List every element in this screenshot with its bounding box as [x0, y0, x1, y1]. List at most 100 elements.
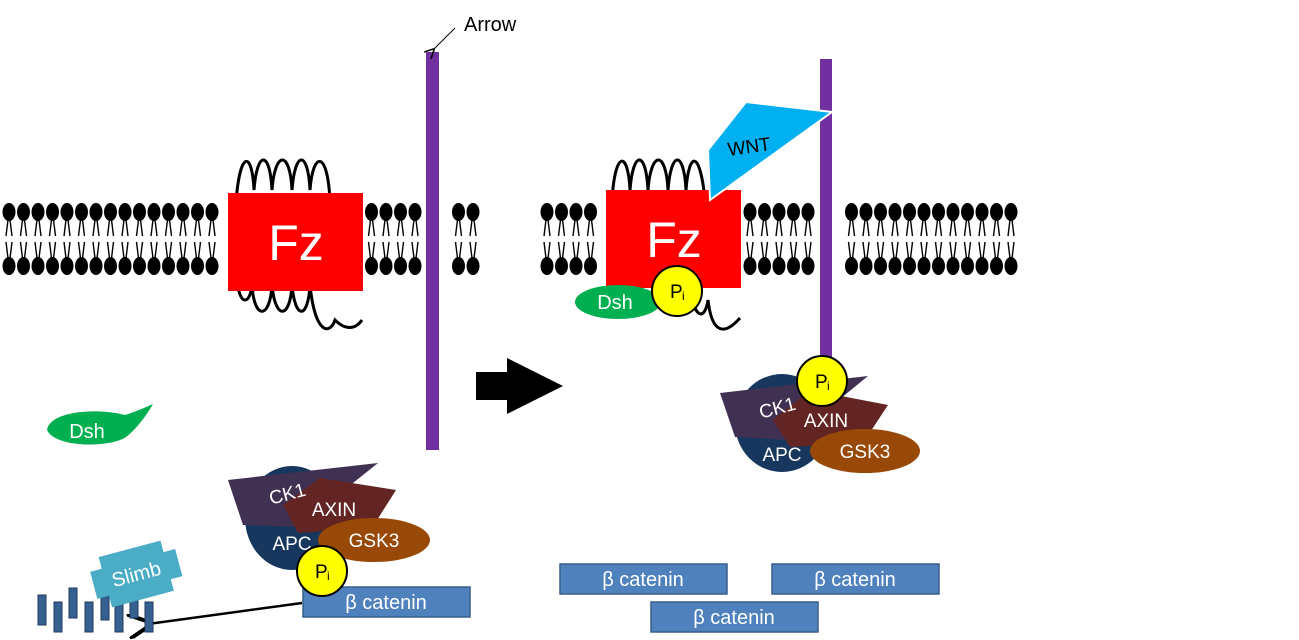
lipid-tail [135, 241, 140, 260]
dsh-label-left: Dsh [69, 421, 105, 443]
lipid-head [176, 203, 190, 221]
lipid-tail [67, 218, 71, 237]
lipid-tail [396, 218, 401, 237]
axin-label-left: AXIN [312, 500, 356, 521]
lipid-tail [949, 218, 953, 237]
dsh-label-right: Dsh [597, 292, 633, 314]
lipid-tail [547, 241, 551, 260]
lipid-head [801, 203, 815, 221]
lipid-head [946, 257, 960, 275]
lipid-head [379, 203, 393, 221]
lipid-head [1004, 203, 1018, 221]
lipid-head [162, 257, 175, 275]
lipid-tail [789, 218, 794, 237]
lipid-tail [924, 218, 928, 237]
lipid-head [569, 203, 583, 221]
lipid-head [961, 257, 974, 275]
lipid-tail [139, 218, 144, 237]
lipid-tail [953, 241, 957, 260]
lipid-head [888, 257, 902, 275]
lipid-tail [106, 218, 111, 237]
beta-catenin-right-3 [650, 601, 819, 633]
lipid-tail [760, 241, 765, 260]
lipid-head [758, 203, 771, 221]
slimb: Slimb [90, 540, 183, 608]
lipid-head [75, 257, 88, 275]
fz-loops-top-right [610, 158, 707, 201]
dsh-left [47, 404, 153, 445]
beta-catenin-label-left: β catenin [345, 592, 427, 614]
lipid-tail [179, 241, 183, 260]
lipid-tail [847, 241, 852, 260]
lipid-tail [197, 241, 202, 260]
lipid-head [961, 203, 974, 221]
lipid-tail [746, 218, 750, 237]
fz-loops-bottom-left [236, 284, 364, 331]
lipid-tail [371, 241, 376, 260]
lipid-tail [1011, 218, 1015, 237]
lipid-head [903, 257, 916, 275]
lipid-head [743, 257, 757, 275]
lipid-head [466, 203, 480, 221]
lipid-head [874, 257, 887, 275]
lipid-head [932, 257, 945, 275]
lipid-tail [750, 218, 754, 237]
lipid-tail [924, 241, 928, 260]
lipid-tail [48, 241, 53, 260]
lipid-tail [473, 241, 477, 260]
fz-loops-top-left [234, 158, 332, 203]
lipid-tail [963, 218, 968, 237]
lipid-head [365, 203, 378, 221]
lipid-head [17, 203, 30, 221]
beta-catenin-label-right-1: β catenin [602, 569, 684, 591]
lipid-head [17, 257, 30, 275]
lipid-head [772, 257, 786, 275]
proteasome-fragments [37, 587, 154, 633]
lipid-tail [23, 241, 28, 260]
lipid-head [555, 203, 568, 221]
lipid-tail [1007, 218, 1011, 237]
lipid-tail [5, 218, 9, 237]
lipid-tail [895, 241, 899, 260]
lipid-head [990, 203, 1003, 221]
lipid-tail [808, 241, 812, 260]
lipid-head [147, 257, 161, 275]
lipid-tail [572, 218, 576, 237]
lipid-head [845, 257, 858, 275]
lipid-tail [793, 241, 798, 260]
apc-label-left: APC [272, 534, 311, 555]
lipid-tail [543, 218, 547, 237]
lipid-tail [110, 241, 115, 260]
lipid-head [466, 257, 480, 275]
lipid-tail [557, 241, 562, 260]
lipid-tail [967, 241, 972, 260]
lipid-tail [1011, 241, 1015, 260]
lipid-head [118, 203, 132, 221]
destruction-complex-left: CK1 AXIN APC GSK3 [228, 463, 430, 570]
lipid-tail [586, 241, 591, 260]
lipid-tail [561, 241, 566, 260]
lipid-tail [96, 218, 100, 237]
lipid-tail [557, 218, 562, 237]
axin-label-right: AXIN [804, 411, 848, 432]
lipid-tail [862, 218, 866, 237]
lipid-tail [164, 218, 169, 237]
svg-text:P: P [670, 282, 683, 303]
lipid-tail [121, 241, 125, 260]
lipid-head [2, 257, 16, 275]
lipid-tail [905, 241, 910, 260]
lipid-head [394, 257, 407, 275]
lipid-head [888, 203, 902, 221]
lipid-tail [9, 241, 13, 260]
lipid-head [205, 257, 219, 275]
gsk3-left [318, 518, 430, 562]
lipid-tail [5, 241, 9, 260]
lipid-tail [415, 241, 419, 260]
lipid-tail [938, 241, 943, 260]
lipid-tail [19, 241, 24, 260]
lipid-tail [891, 218, 895, 237]
lipid-head [408, 203, 422, 221]
lipid-tail [38, 241, 42, 260]
lipid-tail [764, 241, 769, 260]
dsh-right [575, 285, 661, 319]
